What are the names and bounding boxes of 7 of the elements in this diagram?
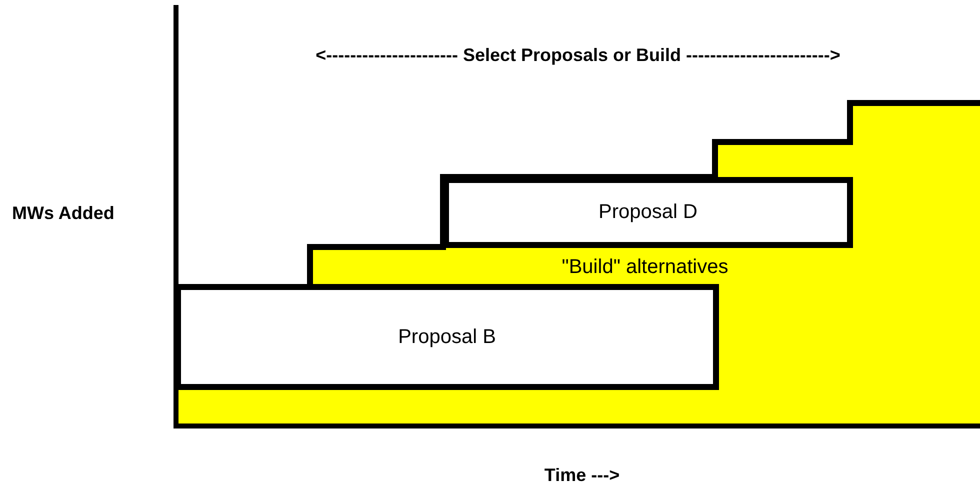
proposal-box [443, 177, 853, 248]
box-label: Proposal B [398, 326, 496, 348]
box-label: Proposal D [598, 201, 698, 224]
range-note: <---------------------- Select Proposals or Build ------------------------> [316, 45, 840, 66]
axis-title: MWs Added [12, 203, 114, 224]
area-label: "Build" alternatives [562, 256, 728, 279]
axis-title: Time ---> [544, 465, 620, 486]
